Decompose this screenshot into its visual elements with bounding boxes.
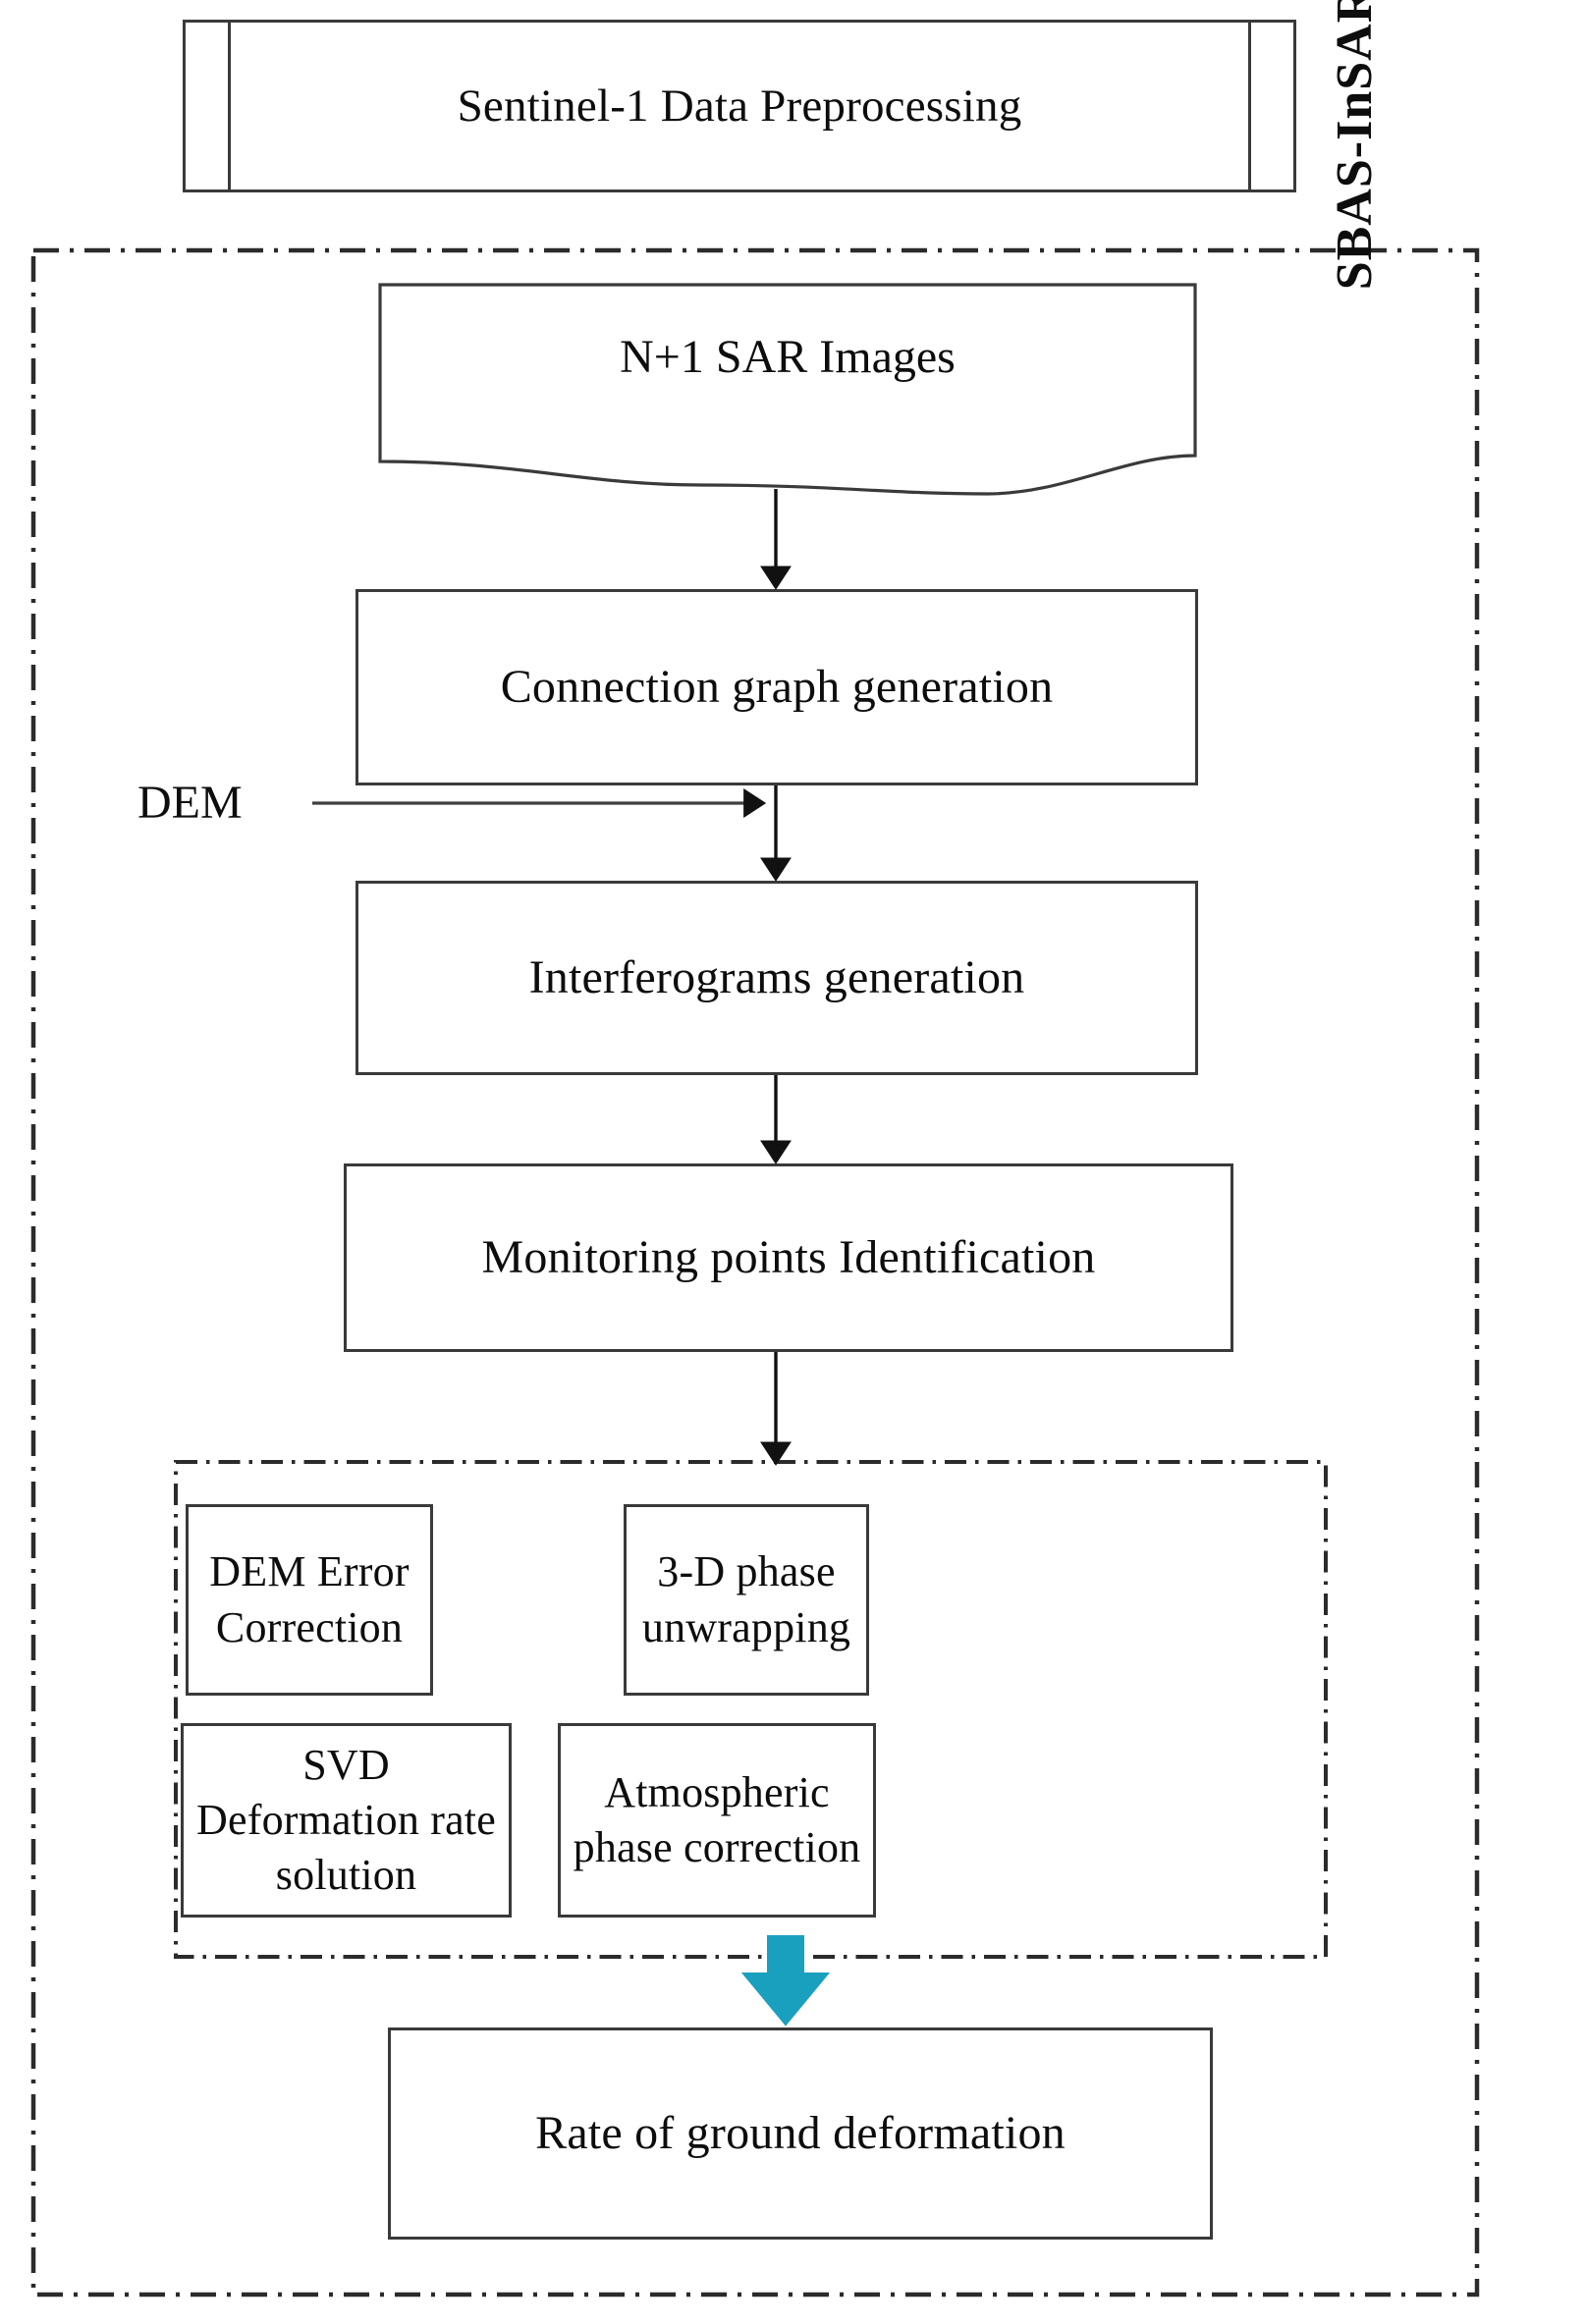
sar-images-label: N+1 SAR Images <box>620 331 956 383</box>
svd-rate-solution-node: SVD Deformation rate solution <box>181 1723 512 1918</box>
phase-unwrapping-node: 3-D phase unwrapping <box>624 1504 869 1696</box>
connection-graph-label: Connection graph generation <box>500 661 1054 714</box>
document-shape <box>378 283 1197 496</box>
monitoring-points-label: Monitoring points Identification <box>481 1231 1096 1284</box>
processing-group-border <box>174 1460 1328 1959</box>
sar-images-node: N+1 SAR Images <box>378 283 1197 496</box>
atmospheric-correction-node: Atmospheric phase correction <box>558 1723 876 1918</box>
phase-unwrapping-label: 3-D phase unwrapping <box>641 1547 851 1651</box>
monitoring-points-node: Monitoring points Identification <box>344 1163 1233 1352</box>
svd-rate-solution-label: SVD Deformation rate solution <box>196 1740 496 1900</box>
connection-graph-node: Connection graph generation <box>355 589 1198 785</box>
dem-error-correction-node: DEM Error Correction <box>186 1504 433 1696</box>
dem-input-label: DEM <box>137 777 243 829</box>
sbas-insar-border <box>30 247 1480 2297</box>
interferograms-node: Interferograms generation <box>355 881 1198 1075</box>
preprocess-right-rail <box>1248 20 1251 192</box>
preprocessing-label: Sentinel-1 Data Preprocessing <box>457 80 1022 132</box>
preprocess-left-rail <box>228 20 231 192</box>
dem-error-correction-label: DEM Error Correction <box>209 1547 410 1651</box>
ground-deformation-rate-label: Rate of ground deformation <box>535 2107 1066 2160</box>
ground-deformation-rate-node: Rate of ground deformation <box>388 2027 1213 2240</box>
interferograms-label: Interferograms generation <box>528 951 1025 1004</box>
preprocessing-box: Sentinel-1 Data Preprocessing <box>183 20 1296 192</box>
atmospheric-correction-label: Atmospheric phase correction <box>573 1767 861 1871</box>
